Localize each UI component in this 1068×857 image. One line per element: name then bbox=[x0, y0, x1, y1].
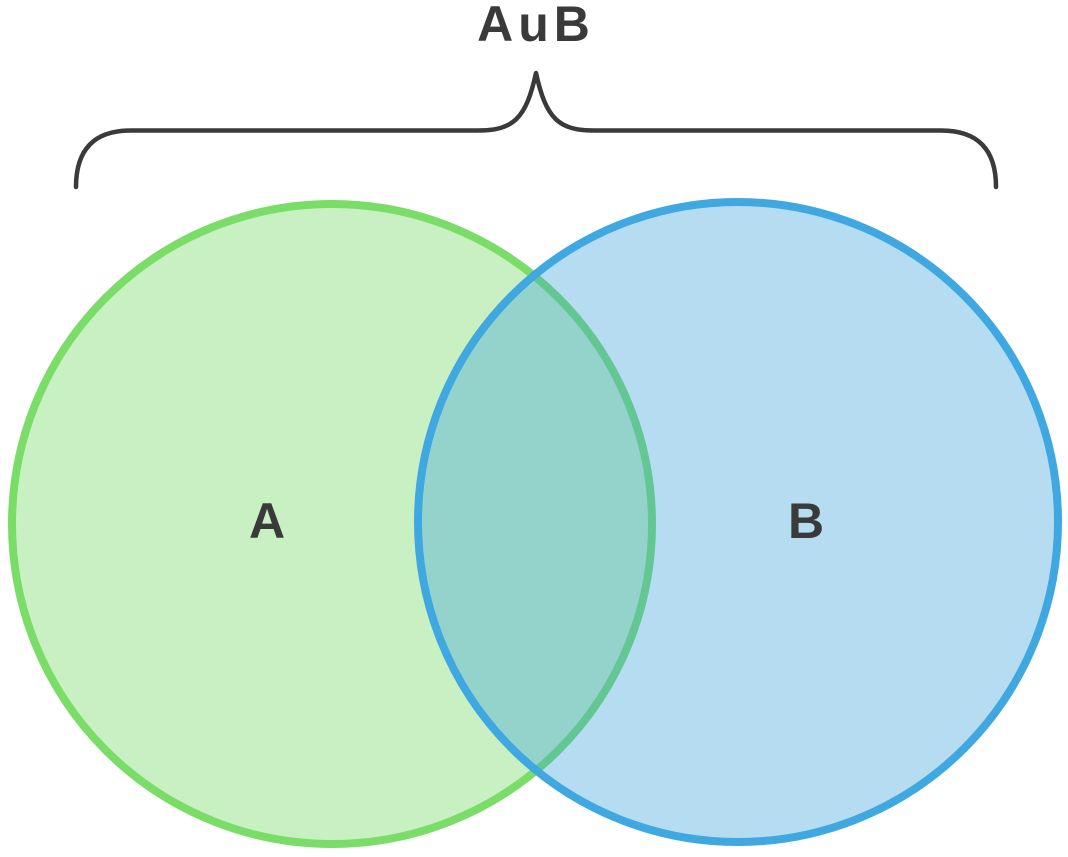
set-a-circle bbox=[8, 200, 656, 848]
union-label: AuB bbox=[477, 0, 595, 52]
set-a-label: A bbox=[249, 493, 285, 549]
union-brace-icon bbox=[73, 70, 999, 190]
set-b-circle bbox=[414, 198, 1062, 846]
set-b-label: B bbox=[788, 493, 824, 549]
